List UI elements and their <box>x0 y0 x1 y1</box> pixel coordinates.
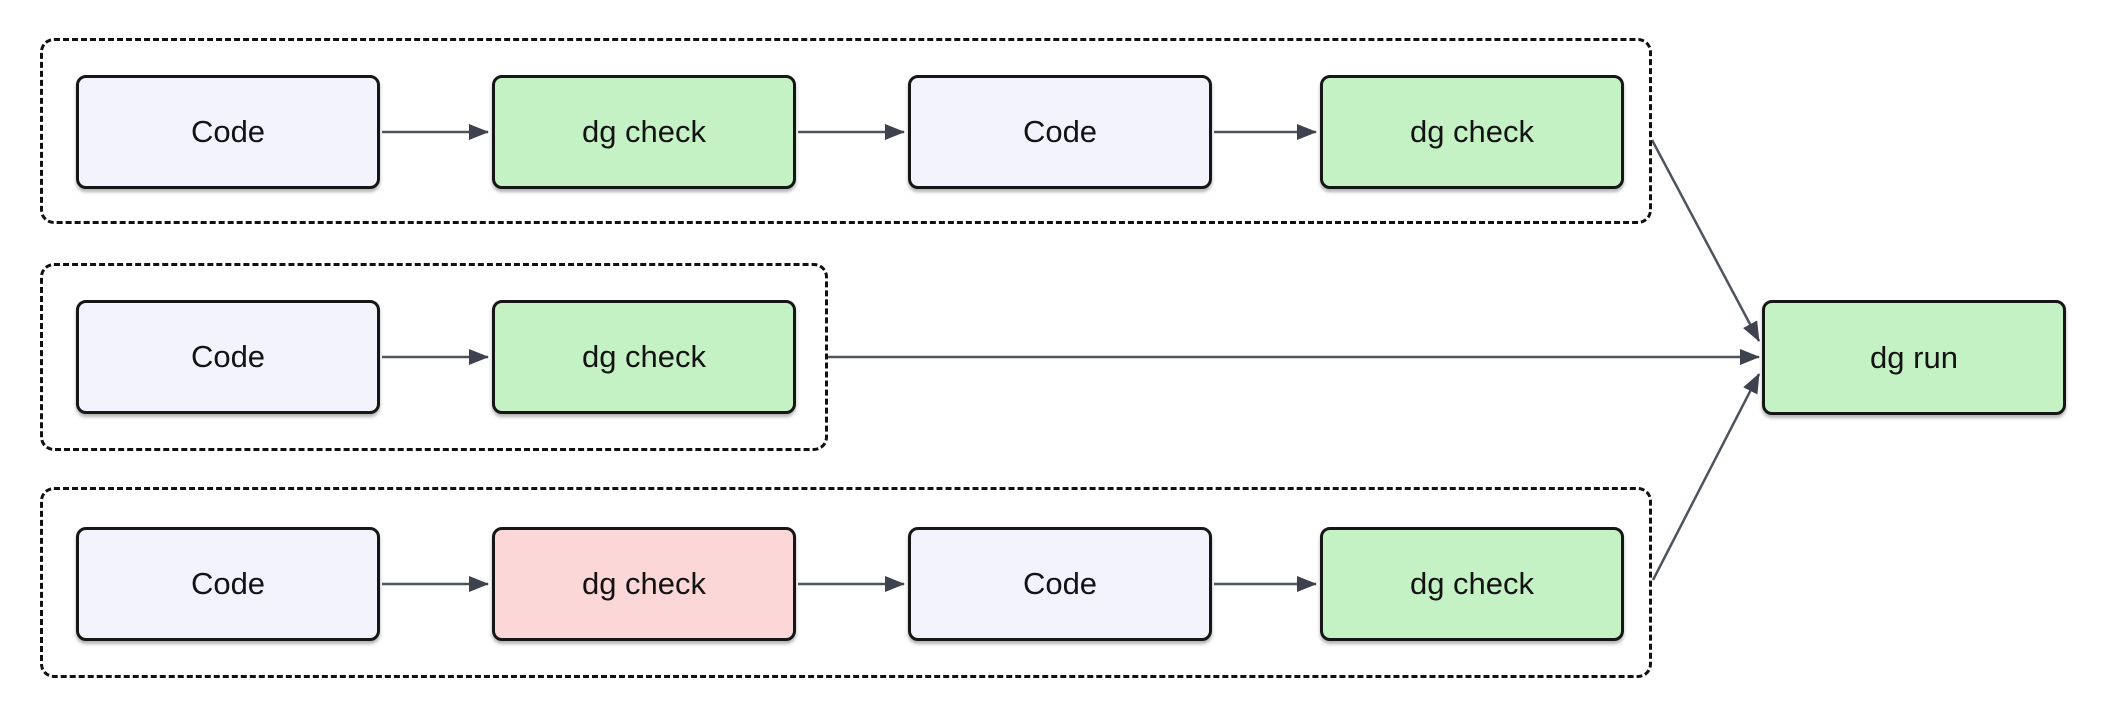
node-label: Code <box>190 114 266 149</box>
node-label: Code <box>190 566 266 601</box>
node-g2-code-1: Code <box>76 300 380 414</box>
pipeline-group-3 <box>40 487 1652 678</box>
node-g1-check-1: dg check <box>492 75 796 189</box>
node-label: dg run <box>1870 339 1958 375</box>
pipeline-group-2 <box>40 263 828 451</box>
node-g3-check-1-failed: dg check <box>492 527 796 641</box>
node-g3-code-2: Code <box>908 527 1212 641</box>
edge-group1-to-dgrun <box>1650 139 1761 342</box>
node-g3-check-2: dg check <box>1320 527 1624 641</box>
node-g3-code-1: Code <box>76 527 380 641</box>
edge-group3-to-dgrun <box>1651 373 1761 581</box>
node-label: dg check <box>581 339 707 374</box>
node-label: dg check <box>1409 566 1535 601</box>
node-g2-check-1: dg check <box>492 300 796 414</box>
pipeline-group-1 <box>40 38 1652 224</box>
node-g1-code-1: Code <box>76 75 380 189</box>
node-g1-code-2: Code <box>908 75 1212 189</box>
node-dg-run: dg run <box>1762 300 2066 415</box>
node-label: Code <box>190 339 266 374</box>
node-label: dg check <box>581 566 707 601</box>
node-label: Code <box>1022 566 1098 601</box>
node-label: dg check <box>581 114 707 149</box>
node-label: Code <box>1022 114 1098 149</box>
node-g1-check-2: dg check <box>1320 75 1624 189</box>
node-label: dg check <box>1409 114 1535 149</box>
